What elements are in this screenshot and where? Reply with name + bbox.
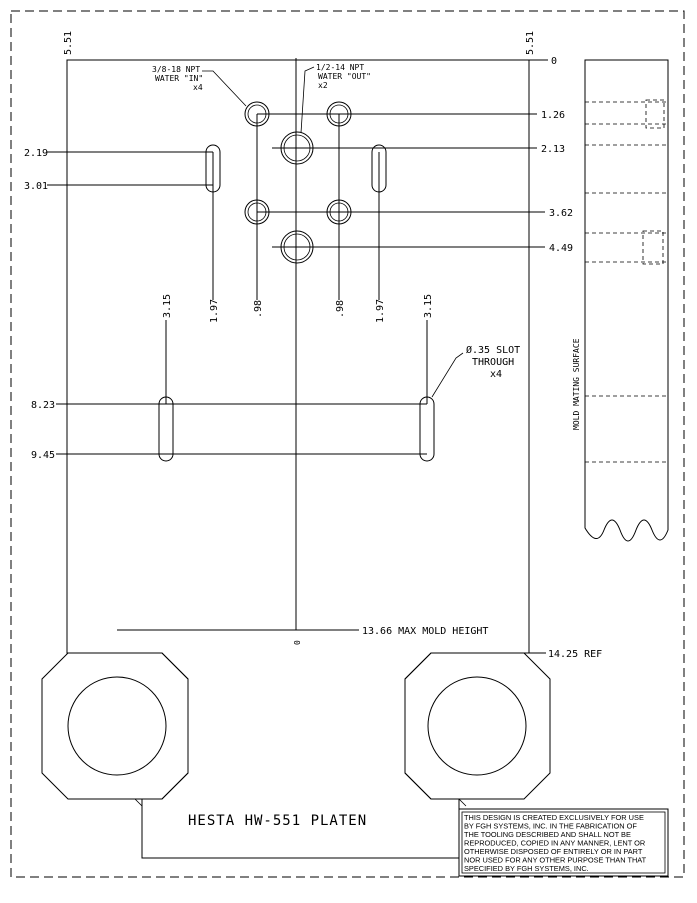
callout-slot-0: Ø.35 SLOT (466, 344, 520, 356)
disclaimer-line: NOR USED FOR ANY OTHER PURPOSE THAN THAT (464, 856, 647, 865)
dim-vert-0: 1.97 (209, 299, 220, 323)
callout-water-out-0: 1/2-14 NPT (316, 63, 364, 72)
water-out-fittings (280, 131, 314, 264)
drawing-title: HESTA HW-551 PLATEN (188, 813, 367, 829)
disclaimer-box (458, 808, 669, 877)
boss-left (41, 652, 189, 800)
drawing-border (10, 10, 685, 878)
callout-water-out-2: x2 (318, 81, 328, 90)
disclaimer-line: THE TOOLING DESCRIBED AND SHALL NOT BE (464, 830, 631, 839)
disclaimer-text: THIS DESIGN IS CREATED EXCLUSIVELY FOR U… (464, 813, 647, 873)
dim-vert-4: 3.15 (162, 294, 173, 318)
center-zero: 0 (293, 640, 302, 645)
side-view (584, 59, 669, 542)
disclaimer-line: THIS DESIGN IS CREATED EXCLUSIVELY FOR U… (464, 813, 644, 822)
dim-vert-2: .98 (335, 300, 346, 318)
ref-dim: 14.25 REF (548, 649, 602, 660)
boss-right (404, 652, 551, 800)
callout-slot-1: THROUGH (472, 357, 514, 368)
dim-left-1: 3.01 (24, 181, 48, 192)
platen-outline (66, 59, 530, 859)
slot-lower-right (419, 396, 435, 462)
dim-vert-3: 1.97 (375, 299, 386, 323)
disclaimer-line: OTHERWISE DISPOSED OF ENTIRELY OR IN PAR… (464, 847, 643, 856)
callout-water-in-2: x4 (193, 83, 203, 92)
callout-water-out-1: WATER "OUT" (318, 72, 371, 81)
callout-water-in-0: 3/8-18 NPT (152, 65, 200, 74)
dim-left-2: 8.23 (31, 400, 55, 411)
disclaimer-line: REPRODUCED, COPIED IN ANY MANNER, LENT O… (464, 839, 645, 848)
callout-water-in-1: WATER "IN" (155, 74, 203, 83)
dim-left-0: 2.19 (24, 148, 48, 159)
water-in-fittings (244, 101, 352, 225)
dim-vert-1: .98 (253, 300, 264, 318)
leader-water-out (300, 66, 315, 134)
leader-slot (431, 352, 464, 398)
dim-right-2: 2.13 (541, 144, 565, 155)
dim-right-1: 1.26 (541, 110, 565, 121)
dim-right-0: 0 (551, 56, 557, 67)
slot-lower-left (158, 396, 174, 462)
max-mold-height: 13.66 MAX MOLD HEIGHT (362, 626, 488, 637)
boss-left-bore (67, 676, 167, 776)
dim-top-left: 5.51 (63, 31, 74, 55)
boss-right-bore (427, 676, 527, 776)
disclaimer-line: BY FGH SYSTEMS, INC. IN THE FABRICATION … (464, 822, 637, 831)
leader-water-in (202, 70, 247, 107)
dim-right-4: 4.49 (549, 243, 573, 254)
dim-top-right: 5.51 (525, 31, 536, 55)
dim-right-3: 3.62 (549, 208, 573, 219)
side-label: MOLD MATING SURFACE (572, 338, 581, 430)
disclaimer-line: SPECIFIED BY FGH SYSTEMS, INC. (464, 864, 589, 873)
dim-vert-5: 3.15 (423, 294, 434, 318)
dim-left-3: 9.45 (31, 450, 55, 461)
callout-slot-2: x4 (490, 369, 502, 380)
